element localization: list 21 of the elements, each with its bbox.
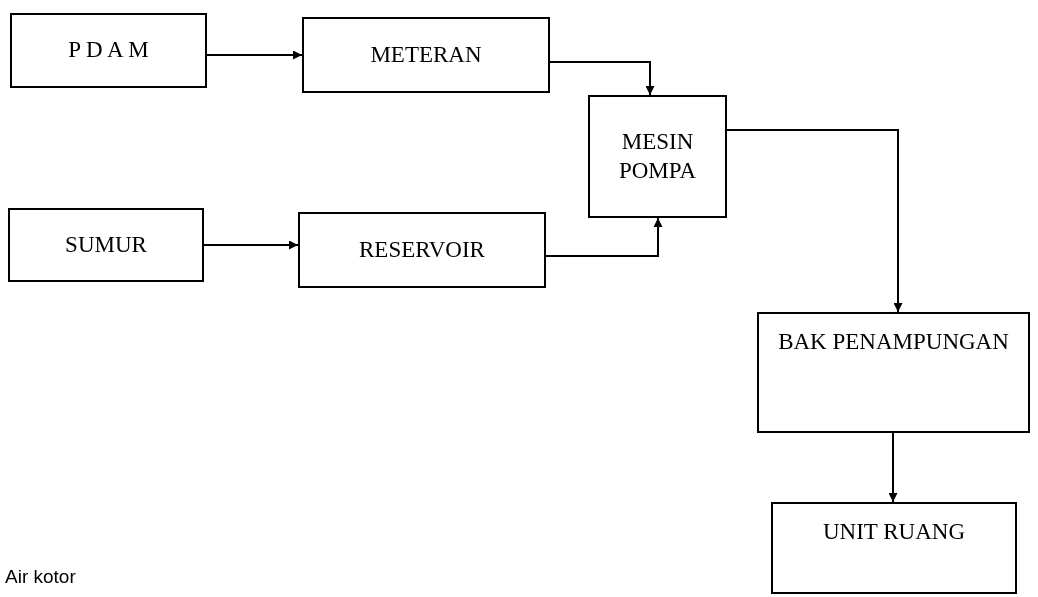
note-text: Air kotor bbox=[5, 566, 76, 588]
process-box bbox=[8, 208, 204, 282]
process-box bbox=[10, 13, 207, 88]
box-label: RESERVOIR bbox=[359, 235, 485, 264]
process-box bbox=[588, 95, 727, 218]
box-label: METERAN bbox=[370, 40, 482, 69]
process-box bbox=[302, 17, 550, 93]
arrow bbox=[726, 129, 903, 313]
arrow bbox=[888, 432, 898, 503]
process-box bbox=[757, 312, 1030, 433]
arrow bbox=[203, 240, 299, 250]
box-label: BAK PENAMPUNGAN bbox=[778, 328, 1009, 356]
arrow bbox=[545, 217, 663, 257]
box-label: MESIN POMPA bbox=[617, 127, 698, 185]
box-label: UNIT RUANG bbox=[822, 518, 965, 546]
process-box bbox=[298, 212, 546, 288]
arrow bbox=[206, 50, 303, 60]
arrow bbox=[549, 61, 655, 96]
process-box bbox=[771, 502, 1017, 594]
box-label: P D A M bbox=[68, 36, 149, 65]
box-label: SUMUR bbox=[65, 230, 147, 259]
